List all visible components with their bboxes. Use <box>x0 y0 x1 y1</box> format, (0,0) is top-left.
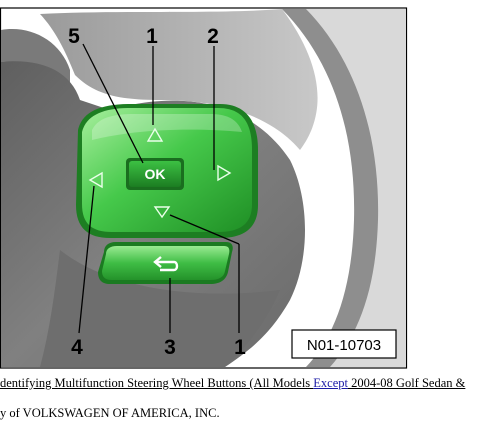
wheel-rim <box>290 9 406 367</box>
arrow-up-icon <box>146 127 164 142</box>
return-button[interactable] <box>98 242 233 284</box>
figure-credit: y of VOLKSWAGEN OF AMERICA, INC. <box>0 406 220 420</box>
reference-number: N01-10703 <box>307 337 381 354</box>
back-arrow-icon <box>153 256 179 272</box>
ok-button[interactable]: OK <box>126 158 184 190</box>
wheel-rim-left <box>1 29 70 95</box>
arrow-down-icon <box>153 206 171 219</box>
right-button[interactable] <box>217 164 232 182</box>
ok-label: OK <box>145 166 166 182</box>
wheel-spoke-highlight <box>40 9 318 150</box>
wheel-rim-shadow <box>282 9 379 367</box>
caption-link[interactable]: Except <box>313 376 348 390</box>
up-button[interactable] <box>146 127 164 142</box>
arrow-left-icon <box>88 171 103 189</box>
reference-box: N01-10703 <box>291 329 397 359</box>
callout-1-top: 1 <box>146 25 158 48</box>
leader-lines <box>78 43 240 334</box>
caption-title-prefix: dentifying Multifunction Steering Wheel … <box>0 376 314 390</box>
arrow-right-icon <box>217 164 232 182</box>
callout-3: 3 <box>164 336 176 359</box>
figure-caption: dentifying Multifunction Steering Wheel … <box>0 376 465 391</box>
callout-2: 2 <box>207 25 219 48</box>
down-button[interactable] <box>153 206 171 219</box>
callout-1-bottom: 1 <box>234 336 246 359</box>
callout-4: 4 <box>71 336 83 359</box>
caption-title-suffix: 2004-08 Golf Sedan & <box>348 376 466 390</box>
steering-wheel-buttons-diagram: OK 5 1 2 4 3 1 N01-10703 <box>0 7 408 369</box>
control-pad-gloss <box>92 114 242 140</box>
left-button[interactable] <box>88 171 103 189</box>
callout-5: 5 <box>68 25 80 48</box>
